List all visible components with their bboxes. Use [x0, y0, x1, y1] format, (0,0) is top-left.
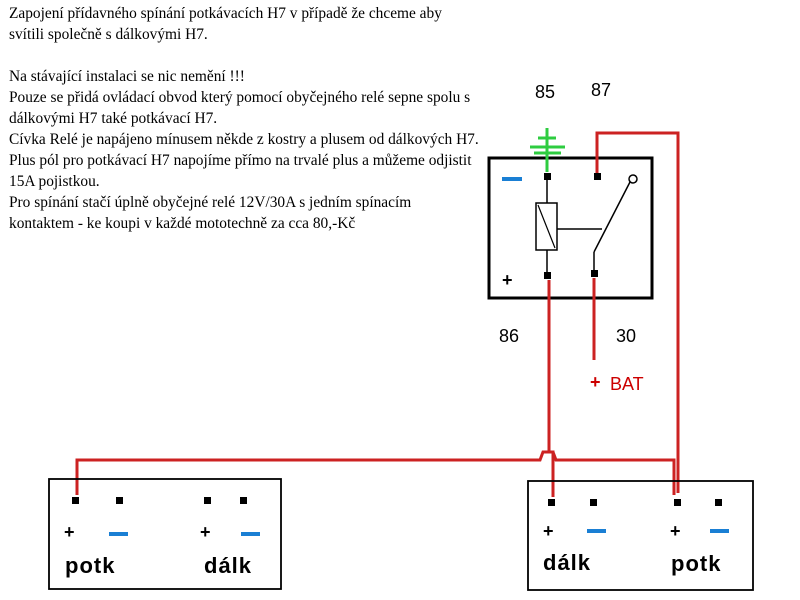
right-plug-2-pin-plus — [674, 499, 681, 506]
description-text: Zapojení přídavného spínání potkávacích … — [9, 3, 479, 234]
relay-pin-30 — [591, 270, 598, 277]
left-plug-1-label: potk — [65, 553, 115, 578]
right-plug-2-label: potk — [671, 551, 721, 576]
left-plug-1-pin-plus — [72, 497, 79, 504]
relay-coil-diagonal — [537, 204, 556, 249]
description-body: Na stávající instalaci se nic nemění !!!… — [9, 68, 479, 232]
left-plug-2-minus — [241, 532, 260, 536]
left-plug-2-pin-plus — [204, 497, 211, 504]
right-plug-1-minus — [587, 529, 606, 533]
wire-86-to-dalk — [547, 280, 555, 497]
relay-switch-contact — [628, 174, 638, 184]
right-plug-2-minus — [710, 529, 729, 533]
right-connector-box — [527, 480, 754, 591]
relay-pin-87 — [594, 173, 601, 180]
wire-87-to-potk — [595, 131, 680, 493]
relay-minus-marker — [502, 177, 522, 181]
battery-plus-sign: + — [590, 372, 601, 392]
right-plug-1-label: dálk — [543, 550, 591, 575]
battery-label: BAT — [610, 374, 644, 394]
relay-plus-marker: + — [502, 270, 513, 290]
relay-switch-arm — [593, 181, 631, 253]
red-wires — [75, 131, 680, 497]
wire-left-potk-bridge — [75, 450, 676, 495]
right-plug-2-pin-minus — [715, 499, 722, 506]
right-plug-1-pin-plus — [548, 499, 555, 506]
right-plug-1-plus: + — [543, 521, 554, 541]
right-plug-1-pin-minus — [590, 499, 597, 506]
left-plug-1-pin-minus — [116, 497, 123, 504]
relay-pin-86 — [544, 272, 551, 279]
description-title: Zapojení přídavného spínání potkávacích … — [9, 5, 442, 43]
left-plug-2-label: dálk — [204, 553, 252, 578]
left-plug-1-plus: + — [64, 522, 75, 542]
relay-box — [487, 156, 654, 300]
right-plug-2-plus: + — [670, 521, 681, 541]
pin-label-87: 87 — [591, 80, 611, 100]
left-plug-2-pin-minus — [240, 497, 247, 504]
relay-pin-85 — [544, 173, 551, 180]
pin-label-30: 30 — [616, 326, 636, 346]
left-plug-1-minus — [109, 532, 128, 536]
left-connector-box — [48, 478, 282, 590]
left-plug-2-plus: + — [200, 522, 211, 542]
pin-label-86: 86 — [499, 326, 519, 346]
pin-label-85: 85 — [535, 82, 555, 102]
ground-symbol — [530, 128, 565, 172]
